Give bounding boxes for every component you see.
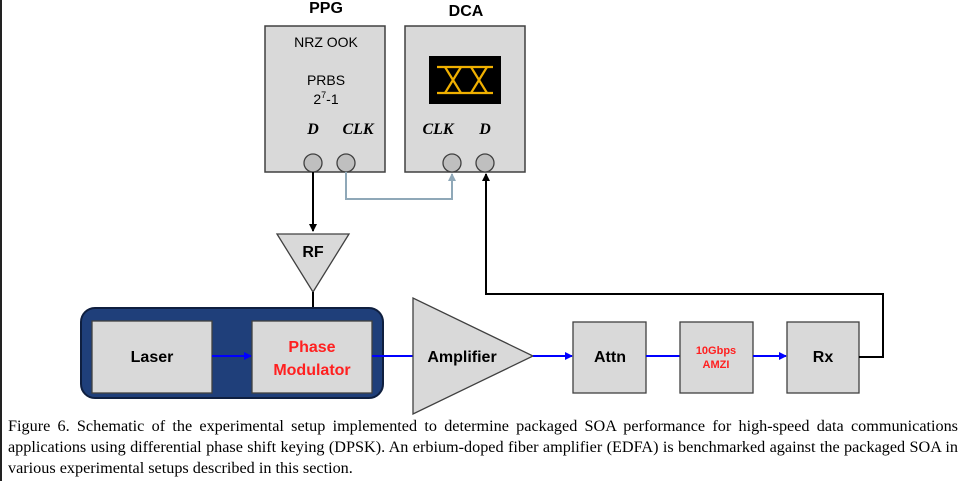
ppg-prbs-label: PRBS [307, 72, 345, 88]
dca-instrument: DCA CLK D [404, 3, 526, 173]
ppg-port-d-label: D [306, 121, 319, 138]
clock-link [345, 172, 456, 200]
amplifier-label: Amplifier [427, 349, 496, 366]
rf-triangle [275, 233, 351, 294]
ppg-box [264, 25, 386, 173]
amzi-block: 10Gbps AMZI [679, 321, 754, 394]
electrical-link-rx-to-dca [482, 173, 884, 358]
rx-label: Rx [813, 349, 834, 366]
rf-amplifier: RF [275, 233, 351, 294]
ppg-clock-port[interactable] [336, 153, 356, 173]
setup-schematic: PPG NRZ OOK PRBS 27-1 D CLK DCA CLK D [80, 0, 884, 415]
dca-port-clk-label: CLK [422, 121, 454, 138]
ppg-modulation-label: NRZ OOK [294, 34, 358, 50]
phase-modulator-label-line2: Modulator [273, 362, 350, 379]
prbs-exponent: 7 [321, 90, 326, 100]
attenuator-block: Attn [572, 321, 647, 394]
ppg-title: PPG [309, 0, 343, 17]
ppg-data-port[interactable] [303, 153, 323, 173]
dca-clock-port[interactable] [442, 153, 462, 173]
amplifier-triangle [412, 296, 535, 415]
prbs-base: 2 [313, 91, 321, 107]
figure-caption: Figure 6. Schematic of the experimental … [8, 417, 958, 477]
rx-box [786, 321, 860, 394]
amplifier-block: Amplifier [412, 296, 535, 415]
ppg-instrument: PPG NRZ OOK PRBS 27-1 D CLK [264, 0, 386, 173]
page-edge [0, 0, 2, 481]
phase-modulator-block: Phase Modulator [251, 320, 373, 394]
amzi-label-line1: 10Gbps [696, 345, 736, 357]
laser-box [91, 320, 213, 394]
prbs-tail: -1 [326, 91, 339, 107]
dca-data-port[interactable] [475, 153, 495, 173]
amzi-label-line2: AMZI [703, 359, 730, 371]
receiver-block: Rx [786, 321, 860, 394]
attn-label: Attn [594, 349, 626, 366]
dca-port-d-label: D [478, 121, 491, 138]
laser-block: Laser [91, 320, 213, 394]
ppg-port-clk-label: CLK [342, 121, 374, 138]
dca-title: DCA [449, 3, 484, 20]
phase-modulator-label-line1: Phase [288, 339, 335, 356]
phase-modulator-box [251, 320, 373, 394]
ppg-prbs-length: 27-1 [313, 90, 338, 107]
laser-label: Laser [131, 349, 174, 366]
attn-box [572, 321, 647, 394]
rf-label: RF [302, 244, 324, 261]
amzi-box [679, 321, 754, 394]
eye-diagram-icon [429, 56, 501, 104]
